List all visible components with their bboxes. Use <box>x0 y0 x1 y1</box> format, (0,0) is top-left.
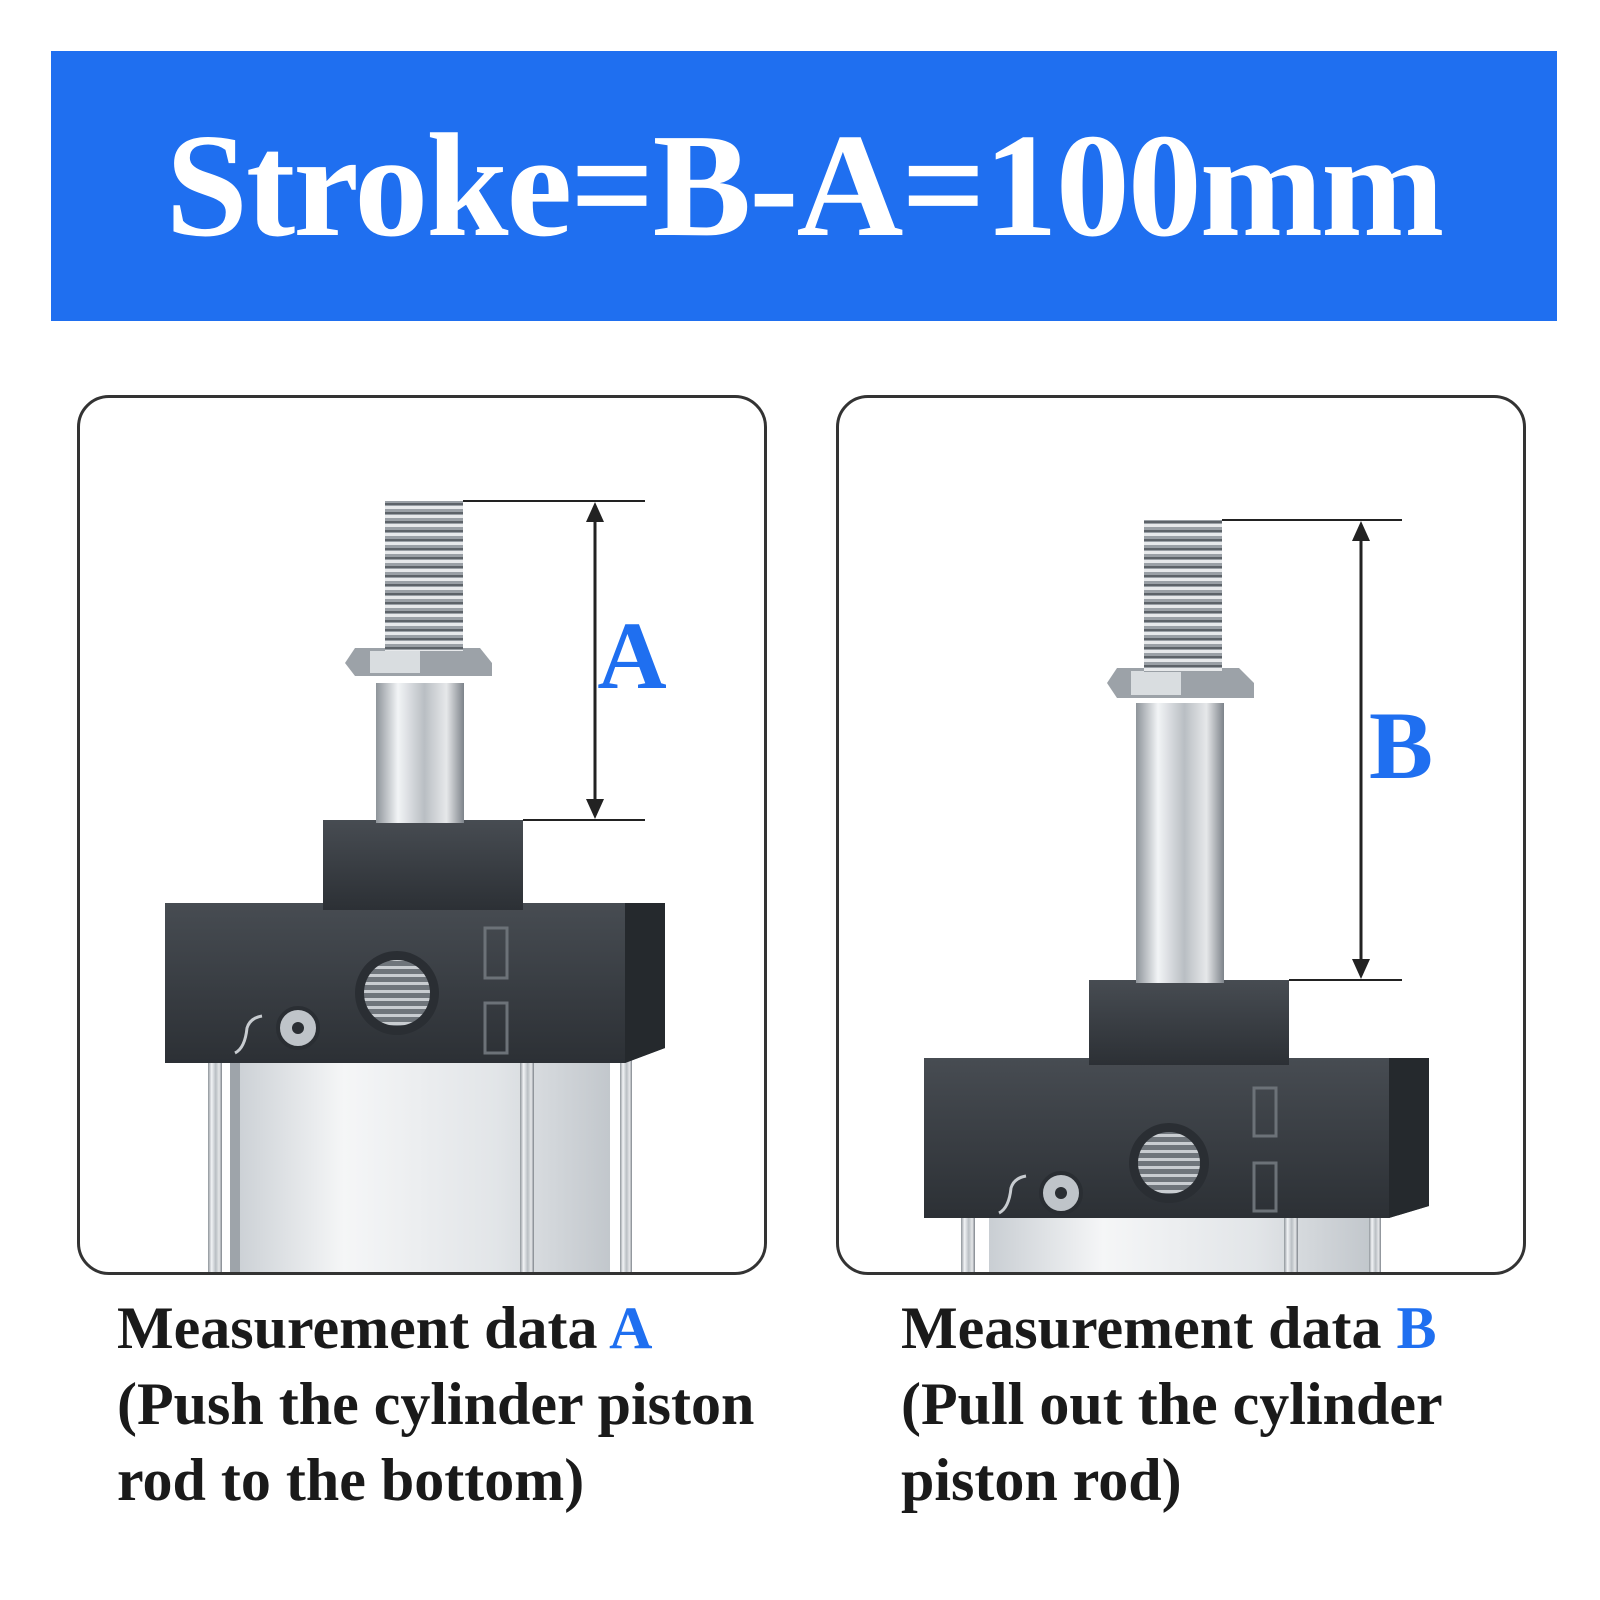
piston-rod <box>376 683 464 823</box>
cylinder-retracted-illustration: A <box>165 500 667 1272</box>
tie-rod-left <box>961 1213 975 1272</box>
caption-b-line2: (Pull out the cylinder <box>901 1371 1443 1437</box>
stroke-formula-title: Stroke=B-A=100mm <box>165 104 1445 268</box>
title-banner: Stroke=B-A=100mm <box>51 51 1557 321</box>
caption-a-title: Measurement data <box>117 1295 598 1361</box>
tie-rod-left <box>208 1058 222 1272</box>
panel-measurement-b: B <box>836 395 1526 1275</box>
caption-measurement-a: Measurement data A (Push the cylinder pi… <box>117 1290 817 1518</box>
cylinder-barrel <box>989 1213 1369 1272</box>
cylinder-barrel <box>230 1058 610 1272</box>
tie-rod-right <box>520 1058 534 1272</box>
caption-b-title: Measurement data <box>901 1295 1382 1361</box>
piston-rod <box>1136 703 1224 983</box>
tie-rod-left-2 <box>230 1058 240 1272</box>
tie-rod-right-2 <box>620 1058 632 1272</box>
threaded-rod-end <box>385 501 463 651</box>
caption-a-line3: rod to the bottom) <box>117 1447 585 1513</box>
tie-rod-right-2 <box>1369 1213 1381 1272</box>
rod-collar <box>1089 980 1289 1065</box>
caption-a-line1: Measurement data A <box>117 1290 817 1366</box>
caption-b-letter: B <box>1396 1295 1437 1361</box>
caption-a-letter: A <box>609 1295 653 1361</box>
caption-b-line1: Measurement data B <box>901 1290 1600 1366</box>
cylinder-extended-illustration: B <box>924 519 1433 1272</box>
dimension-label-a: A <box>597 602 666 709</box>
caption-a-line2: (Push the cylinder piston <box>117 1371 755 1437</box>
rod-collar <box>323 820 523 910</box>
threaded-rod-end <box>1144 520 1222 672</box>
dimension-label-b: B <box>1369 692 1433 799</box>
caption-b-line3: piston rod) <box>901 1447 1182 1513</box>
panel-measurement-a: A <box>77 395 767 1275</box>
caption-measurement-b: Measurement data B (Pull out the cylinde… <box>901 1290 1600 1518</box>
tie-rod-right <box>1284 1213 1298 1272</box>
